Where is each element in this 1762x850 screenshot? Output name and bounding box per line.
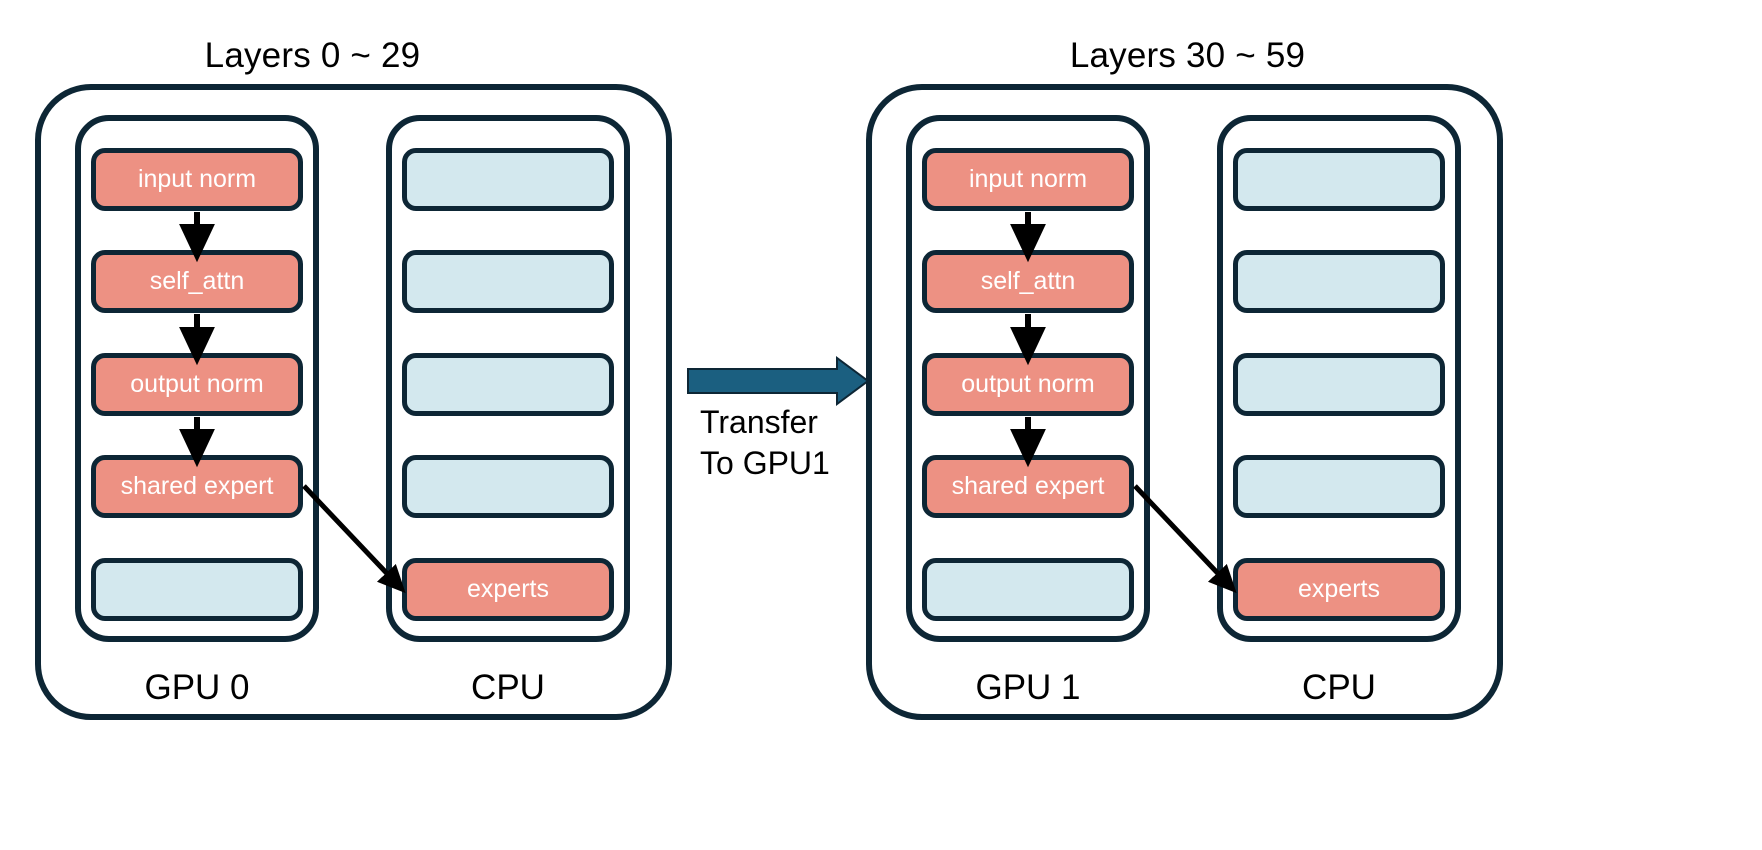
- block-cpu1-slot-3[interactable]: [1233, 353, 1445, 416]
- column-label-cpu1: CPU: [1302, 668, 1376, 707]
- block-cpu0-slot-1[interactable]: [402, 148, 614, 211]
- block-gpu0-placeholder[interactable]: [91, 558, 303, 621]
- block-gpu0-input-norm[interactable]: input norm: [91, 148, 303, 211]
- column-label-gpu1: GPU 1: [975, 668, 1081, 707]
- transfer-label-line2: To GPU1: [700, 445, 830, 481]
- column-label-gpu0: GPU 0: [144, 668, 250, 707]
- block-cpu0-experts[interactable]: experts: [402, 558, 614, 621]
- block-gpu1-self-attn[interactable]: self_attn: [922, 250, 1134, 313]
- block-cpu0-slot-2[interactable]: [402, 250, 614, 313]
- block-cpu1-slot-4[interactable]: [1233, 455, 1445, 518]
- block-gpu0-self-attn[interactable]: self_attn: [91, 250, 303, 313]
- group-title-left: Layers 0 ~ 29: [204, 36, 421, 75]
- group-title-right: Layers 30 ~ 59: [1069, 36, 1306, 75]
- transfer-label-line1: Transfer: [700, 404, 818, 440]
- block-gpu0-output-norm[interactable]: output norm: [91, 353, 303, 416]
- block-cpu1-experts[interactable]: experts: [1233, 558, 1445, 621]
- block-gpu1-placeholder[interactable]: [922, 558, 1134, 621]
- column-label-cpu0: CPU: [471, 668, 545, 707]
- block-cpu0-slot-4[interactable]: [402, 455, 614, 518]
- block-cpu1-slot-1[interactable]: [1233, 148, 1445, 211]
- block-gpu1-output-norm[interactable]: output norm: [922, 353, 1134, 416]
- transfer-arrow: [687, 356, 870, 406]
- block-gpu0-shared-expert[interactable]: shared expert: [91, 455, 303, 518]
- block-gpu1-shared-expert[interactable]: shared expert: [922, 455, 1134, 518]
- block-cpu0-slot-3[interactable]: [402, 353, 614, 416]
- block-cpu1-slot-2[interactable]: [1233, 250, 1445, 313]
- block-gpu1-input-norm[interactable]: input norm: [922, 148, 1134, 211]
